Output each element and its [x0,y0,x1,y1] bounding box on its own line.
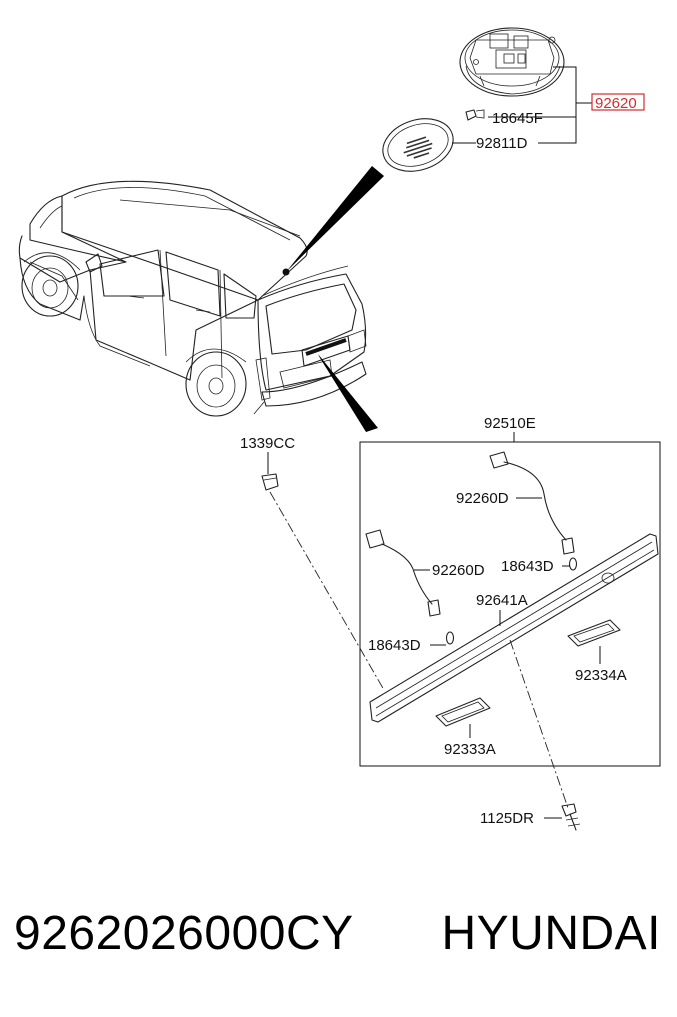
dome-lamp-housing [459,27,565,97]
brand-name: HYUNDAI [441,907,661,960]
label-92620: 92620 [595,95,637,112]
label-1339CC: 1339CC [240,435,295,452]
wire-harness-lower [365,529,441,617]
license-lamp-lens-left [435,697,491,727]
label-92333A: 92333A [444,741,496,758]
wire-harness-upper [489,451,575,555]
screw-1125DR [561,803,581,831]
assembly-box-92510E [359,441,661,767]
callout-wedge-dome [286,166,384,272]
callout-wedge-garnish [318,354,378,432]
bulb-18645F [465,109,485,121]
vehicle-illustration [18,180,367,417]
label-18643D-lower: 18643D [368,637,421,654]
label-18645F: 18645F [492,110,543,127]
highlight-box [591,93,645,111]
label-92260D-lower: 92260D [432,562,485,579]
label-92510E: 92510E [484,415,536,432]
bulb-18643D-upper [568,557,578,571]
parts-diagram: 92620 18645F 92811D [18,27,661,831]
label-92641A: 92641A [476,592,528,609]
bulb-18643D-lower [445,631,455,645]
label-92334A: 92334A [575,667,627,684]
label-92260D-upper: 92260D [456,490,509,507]
license-lamp-lens-right [567,619,621,647]
part-number: 9262026000CY [14,907,354,960]
dome-lamp-lens [382,118,454,172]
tailgate-garnish-bar [369,533,659,723]
clip-1339CC [261,473,279,491]
label-92811D: 92811D [476,135,528,152]
label-1125DR: 1125DR [480,810,534,827]
part-caption: 9262026000CY HYUNDAI [0,900,677,990]
label-18643D-upper: 18643D [501,558,554,575]
